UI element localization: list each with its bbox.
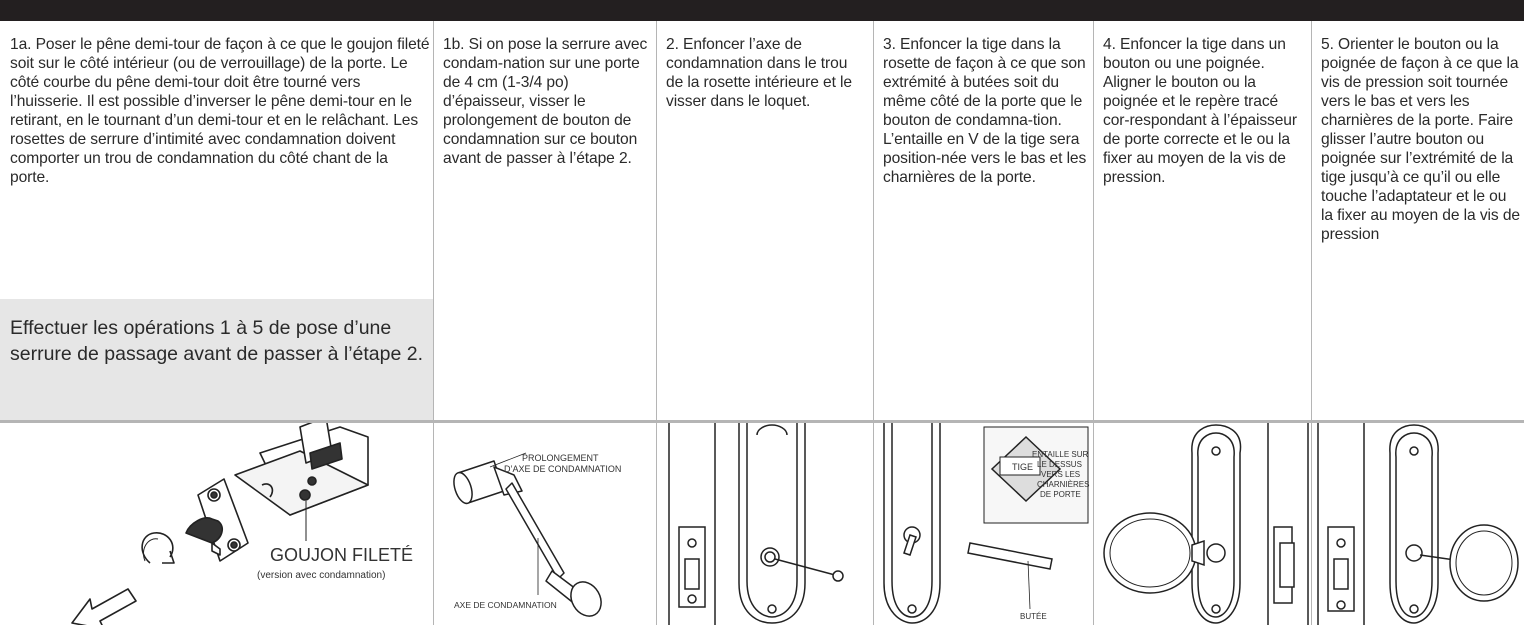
note-text: Effectuer les opérations 1 à 5 de pose d… [10,317,424,365]
entaille-label-line2: LE DESSUS [1037,460,1082,469]
step-5-text: 5. Orienter le bouton ou la poignée de f… [1321,36,1520,243]
row-divider [0,420,1524,423]
prolongement-label-line2: D’AXE DE CONDAMNATION [504,464,621,474]
rosette-pin-illustration [657,423,873,625]
knob-attach-illustration [1094,423,1311,625]
step-1a-text: 1a. Poser le pêne demi-tour de façon à c… [10,36,430,186]
step-1b-text: 1b. Si on pose la serrure avec condam-na… [443,36,648,167]
axe-label: AXE DE CONDAMNATION [454,600,557,610]
latch-illustration: GOUJON FILETÉ (version avec condamnation… [0,423,433,625]
entaille-label-line3: VERS LES [1041,470,1080,479]
column-divider [873,21,874,625]
step-4-text: 4. Enfoncer la tige dans un bouton ou un… [1103,36,1297,186]
entaille-label: ENTAILLE SUR [1032,450,1089,459]
step-3-text: 3. Enfoncer la tige dans la rosette de f… [883,36,1087,186]
extension-illustration: PROLONGEMENT D’AXE DE CONDAMNATION AXE D… [434,423,656,625]
column-divider [1311,21,1312,625]
entaille-label-line4: CHARNIÈRES [1037,480,1089,489]
goujon-label: GOUJON FILETÉ [270,545,413,565]
column-divider [656,21,657,625]
entaille-label-line5: DE PORTE [1040,490,1081,499]
prolongement-label: PROLONGEMENT [522,453,599,463]
version-label: (version avec condamnation) [257,570,385,581]
step-2-text: 2. Enfoncer l’axe de condamnation dans l… [666,36,852,110]
column-divider [433,21,434,625]
note-box [0,299,433,420]
spindle-illustration: TIGE ENTAILLE SUR LE DESSUS VERS LES CHA… [874,423,1093,625]
butee-label: BUTÉE [1020,612,1047,621]
column-divider [1093,21,1094,625]
second-knob-illustration [1312,423,1524,625]
top-band [0,0,1524,21]
tige-label: TIGE [1012,462,1033,472]
instruction-grid: 1a. Poser le pêne demi-tour de façon à c… [0,21,1524,625]
